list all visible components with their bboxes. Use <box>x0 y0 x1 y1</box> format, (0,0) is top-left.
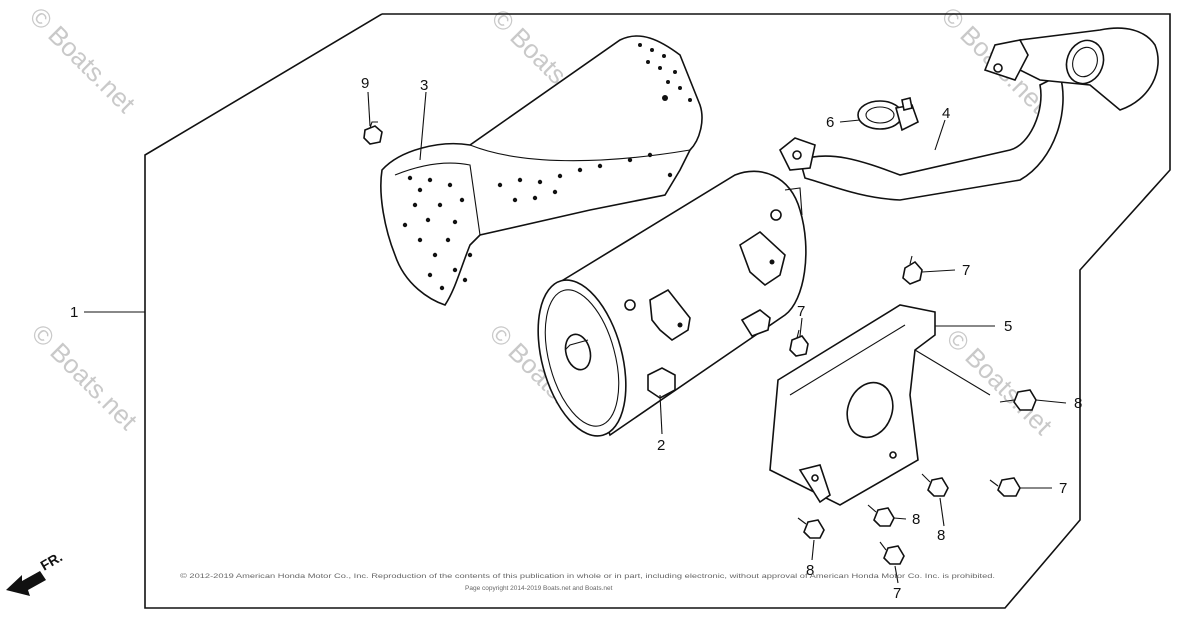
bolt-8-right <box>999 389 1037 411</box>
pipe-clamp <box>857 97 919 132</box>
exhaust-pipe <box>778 27 1159 201</box>
callout-7-bottom: 7 <box>893 585 901 602</box>
watermark-1: © Boats.net <box>24 1 142 119</box>
callout-5: 5 <box>1004 318 1012 335</box>
watermark-4: © Boats.net <box>26 318 144 436</box>
callout-8-right: 8 <box>1074 395 1082 412</box>
heat-shield <box>380 35 703 306</box>
callout-4: 4 <box>942 105 950 122</box>
callout-7-top: 7 <box>962 262 970 279</box>
callout-6: 6 <box>826 114 834 131</box>
bolt-8-lower-c <box>797 517 825 539</box>
callout-2: 2 <box>657 437 665 454</box>
mounting-plate <box>769 304 991 506</box>
copyright-line-1: © 2012-2019 American Honda Motor Co., In… <box>180 572 995 580</box>
muffler <box>537 170 807 437</box>
leader-lines <box>84 91 1067 584</box>
bolt-7-top <box>902 255 923 285</box>
callout-8-lower-a: 8 <box>937 527 945 544</box>
callout-8-lower-c: 8 <box>806 562 814 579</box>
bolt-9 <box>363 121 383 145</box>
bolt-8-lower-a <box>921 473 949 497</box>
bolt-7-mid <box>789 329 809 357</box>
callouts: 1 2 3 4 5 6 7 7 7 7 8 8 8 8 9 <box>70 75 1082 602</box>
direction-label: FR. <box>38 548 66 573</box>
callout-1: 1 <box>70 304 78 321</box>
assembly-outline <box>144 13 1171 609</box>
callout-3: 3 <box>420 77 428 94</box>
callout-7-mid: 7 <box>797 303 805 320</box>
arrow-icon <box>6 571 46 596</box>
front-direction-marker: FR. <box>6 548 65 596</box>
watermark-6: © Boats.net <box>941 323 1059 441</box>
callout-9: 9 <box>361 75 369 92</box>
bolt-7-bottom <box>879 541 905 565</box>
callout-8-lower-b: 8 <box>912 511 920 528</box>
bolt-8-lower-b <box>867 504 895 527</box>
bolt-7-right <box>989 477 1021 497</box>
callout-7-right: 7 <box>1059 480 1067 497</box>
copyright-line-2: Page copyright 2014-2019 Boats.net and B… <box>465 585 613 592</box>
